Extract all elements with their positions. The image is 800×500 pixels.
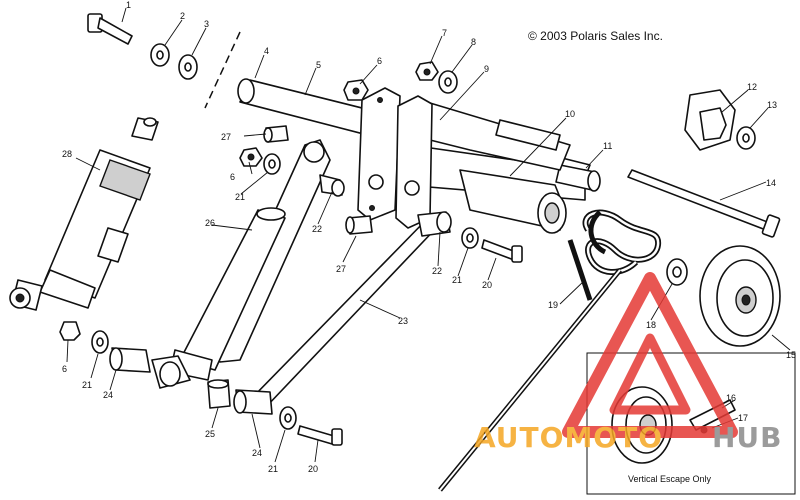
callout-6-left: 6 <box>230 172 235 182</box>
callout-20-upper: 20 <box>482 280 492 290</box>
callout-25: 25 <box>205 429 215 439</box>
callout-19: 19 <box>548 300 558 310</box>
callout-26: 26 <box>205 218 215 228</box>
callout-21-lower-left: 21 <box>82 380 92 390</box>
callout-21-lower: 21 <box>268 464 278 474</box>
callout-15: 15 <box>786 350 796 360</box>
leader-lines <box>66 7 791 463</box>
callout-23: 23 <box>398 316 408 326</box>
part-19-torsion-spring <box>438 209 662 492</box>
part-6-nut-upper <box>343 79 369 101</box>
callout-24-lower: 24 <box>252 448 262 458</box>
callout-6-upper: 6 <box>377 56 382 66</box>
part-6-nut-lower <box>59 321 81 341</box>
watermark-triangle-inner <box>609 333 691 415</box>
callout-1: 1 <box>126 0 131 10</box>
callout-24-left: 24 <box>103 390 113 400</box>
part-21-washer-lower-left <box>91 330 109 354</box>
callout-2: 2 <box>180 11 185 21</box>
callout-11: 11 <box>603 141 612 151</box>
part-9-mounting-plate <box>395 95 433 229</box>
callout-6-lower: 6 <box>62 364 67 374</box>
callout-8: 8 <box>471 37 476 47</box>
callout-14: 14 <box>766 178 776 188</box>
part-3-washer <box>178 54 198 80</box>
part-21-washer-upper <box>263 153 281 175</box>
callout-3: 3 <box>204 19 209 29</box>
inset-caption: Vertical Escape Only <box>628 474 712 484</box>
watermark-text-hub: HUB <box>712 421 783 454</box>
callout-12: 12 <box>747 82 757 92</box>
callout-21-upper: 21 <box>235 192 245 202</box>
callout-5: 5 <box>316 60 321 70</box>
watermark-text-automoto: AUTOMOTO <box>474 421 663 454</box>
part-21-washer-right <box>461 227 479 249</box>
callout-22-right: 22 <box>432 266 442 276</box>
callout-28: 28 <box>62 149 72 159</box>
limiter-bracket <box>495 119 561 151</box>
callout-20-lower: 20 <box>308 464 318 474</box>
part-6-nut-left <box>239 147 263 167</box>
callout-22-upper: 22 <box>312 224 322 234</box>
part-8-washer <box>438 70 458 94</box>
part-7-nut <box>415 61 439 81</box>
callout-4: 4 <box>264 46 269 56</box>
assembly-axis-line <box>204 31 241 109</box>
callout-10: 10 <box>565 109 575 119</box>
part-27-bushing-upper <box>263 125 289 143</box>
part-18-washer <box>666 258 688 286</box>
part-22-fitting-lower <box>151 355 191 389</box>
part-13-washer <box>736 126 756 150</box>
part-28-shock-absorber <box>9 117 159 311</box>
scissor-arm-housing <box>399 99 571 234</box>
part-1-bolt <box>87 13 133 45</box>
watermark-triangle-outer <box>562 272 738 438</box>
part-2-washer <box>150 43 170 67</box>
part-20-bolt-lower <box>297 425 343 446</box>
callout-7: 7 <box>442 28 447 38</box>
part-7-mounting-plate <box>357 87 401 221</box>
part-24-bushing-left <box>109 347 151 373</box>
part-20-bolt-upper <box>481 239 523 263</box>
callout-21-right: 21 <box>452 275 462 285</box>
callout-9: 9 <box>484 64 489 74</box>
part-12-block <box>684 89 736 151</box>
part-25-bushing <box>207 379 231 409</box>
callout-18: 18 <box>646 320 656 330</box>
part-14-long-bolt <box>627 169 781 238</box>
automotohub-watermark: AUTOMOTO HUB <box>474 272 783 454</box>
callout-27-lower: 27 <box>336 264 346 274</box>
callout-27-upper: 27 <box>221 132 231 142</box>
part-21-washer-lower <box>279 406 297 430</box>
part-24-bushing-lower <box>233 389 273 415</box>
copyright-text: © 2003 Polaris Sales Inc. <box>528 29 663 43</box>
callout-17: 17 <box>738 413 748 423</box>
callout-13: 13 <box>767 100 777 110</box>
part-15-idler-wheel <box>699 245 781 347</box>
callout-16: 16 <box>726 393 736 403</box>
part-11-bushing <box>555 164 601 192</box>
part-27-bushing-lower <box>345 215 373 235</box>
